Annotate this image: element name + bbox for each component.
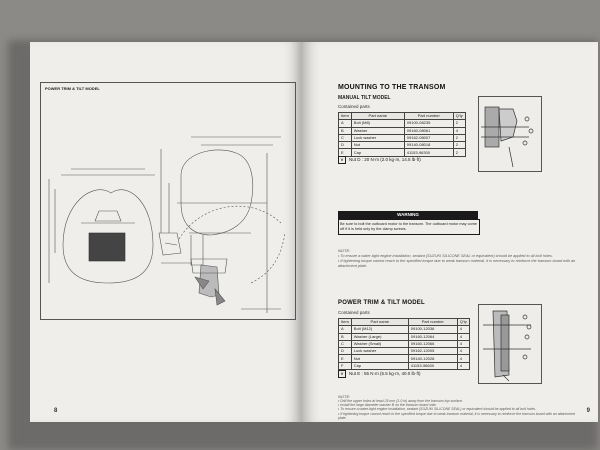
item-cell: A	[338, 325, 352, 334]
left-page: POWER TRIM & TILT MODEL	[30, 42, 302, 422]
part-number-cell: 09160-12064	[407, 332, 458, 341]
part-number-cell: 09162-08007	[403, 133, 454, 143]
note2-title: NOTE:	[338, 394, 351, 399]
item-cell: F	[338, 361, 352, 371]
qty-cell: 2	[452, 141, 466, 150]
power-trim-figure	[478, 304, 542, 384]
right-page: MOUNTING TO THE TRANSOM MANUAL TILT MODE…	[302, 42, 598, 422]
transom-bracket-figure	[481, 106, 534, 168]
item-cell: D	[338, 347, 352, 356]
power-trim-subtitle: POWER TRIM & TILT MODEL	[338, 300, 425, 306]
col-qty: Q'ty	[452, 111, 466, 121]
manual-parts-table: Item Part name Part number Q'ty A Bolt (…	[338, 111, 466, 157]
col-part-number: Part number	[403, 111, 454, 121]
item-cell: B	[338, 126, 352, 135]
note-item: • To ensure a water-tight engine install…	[338, 407, 537, 412]
part-name-cell: Washer	[350, 126, 405, 135]
note-title: NOTE:	[338, 248, 351, 253]
col-qty: Q'ty	[456, 317, 470, 327]
part-name-cell: Bolt (M12)	[350, 325, 409, 334]
part-name-cell: Nut	[350, 141, 405, 150]
part-number-cell: 09140-12028	[407, 354, 458, 363]
qty-cell: 4	[456, 347, 470, 356]
manual-contained-parts-label: Contained parts	[338, 104, 370, 109]
qty-cell: 4	[452, 126, 466, 135]
right-page-number: 9	[586, 408, 590, 414]
item-cell: E	[338, 354, 352, 363]
manual-torque-text: Nut D : 20 N·m (2.0 kg·m, 14.5 lb·ft)	[349, 157, 421, 163]
part-number-cell: 09100-12036	[407, 325, 458, 334]
part-name-cell: Washer (Small)	[350, 339, 409, 349]
part-number-cell: 09160-08061	[403, 126, 454, 135]
note-item: • If tightening torque cannot reach to t…	[338, 259, 576, 268]
power-parts-table: Item Part name Part number Q'ty A Bolt (…	[338, 317, 470, 371]
qty-cell: 4	[456, 354, 470, 363]
transom-bolt-figure	[483, 310, 532, 382]
warning-text: Be sure to bolt the outboard motor to th…	[338, 219, 480, 235]
warning-header: WARNING	[338, 211, 478, 219]
qty-cell: 4	[456, 361, 470, 371]
part-number-cell: 09100-08235	[403, 119, 454, 128]
note-list: • To ensure a water-tight engine install…	[338, 254, 582, 269]
col-item: Item	[338, 317, 352, 327]
part-number-cell: 09162-12005	[407, 347, 458, 356]
qty-cell: 4	[456, 339, 470, 349]
manual-tilt-figure	[478, 96, 542, 172]
item-cell: D	[338, 141, 352, 150]
table-row: D Nut 09140-08018 2	[338, 141, 466, 150]
note-item: • To ensure a water-tight engine install…	[338, 254, 553, 258]
outboard-dimension-diagram	[48, 136, 286, 313]
power-torque-text: Nut E : 55 N·m (5.5 kg·m, 40.0 lb·ft)	[349, 371, 421, 377]
dimension-diagram-frame: POWER TRIM & TILT MODEL	[40, 82, 296, 320]
part-name-cell: Nut	[350, 354, 409, 363]
item-cell: B	[338, 332, 352, 341]
table-row: C Washer (Small) 09160-12066 4	[338, 339, 470, 349]
part-number-cell: 41153-96600	[407, 361, 458, 371]
diagram-heading: POWER TRIM & TILT MODEL	[45, 86, 100, 91]
qty-cell: 2	[452, 133, 466, 143]
torque-check-box: V	[338, 156, 346, 164]
manual-tilt-subtitle: MANUAL TILT MODEL	[338, 95, 391, 101]
table-row: B Washer 09160-08061 4	[338, 126, 466, 135]
qty-cell: 4	[456, 332, 470, 341]
item-cell: A	[338, 119, 352, 128]
section-title: MOUNTING TO THE TRANSOM	[338, 84, 446, 91]
note-item: • Install the large diameter washer B on…	[338, 403, 437, 408]
col-part-name: Part name	[350, 111, 405, 121]
qty-cell: 4	[456, 325, 470, 334]
qty-cell: 2	[452, 119, 466, 128]
part-number-cell: 09140-08018	[403, 141, 454, 150]
part-name-cell: Lock washer	[350, 133, 405, 143]
table-row: B Washer (Large) 09160-12064 4	[338, 332, 470, 341]
part-name-cell: Cap	[350, 361, 409, 371]
table-row: A Bolt (M8) 09100-08235 2	[338, 119, 466, 128]
col-part-number: Part number	[407, 317, 458, 327]
item-cell: C	[338, 133, 352, 143]
note2-list: • Drill the upper holes at least 25 mm (…	[338, 399, 582, 420]
power-contained-parts-label: Contained parts	[338, 310, 370, 315]
table-row: E Nut 09140-12028 4	[338, 354, 470, 363]
col-part-name: Part name	[350, 317, 409, 327]
part-name-cell: Washer (Large)	[350, 332, 409, 341]
note-item: • If tightening torque cannot reach to t…	[338, 411, 576, 420]
note-item: • Drill the upper holes at least 25 mm (…	[338, 399, 463, 403]
item-cell: C	[338, 339, 352, 349]
part-name-cell: Lock washer	[350, 347, 409, 356]
part-number-cell: 09160-12066	[407, 339, 458, 349]
table-row: E Cap 41153-96300 2	[338, 148, 466, 157]
left-page-number: 8	[54, 408, 58, 414]
part-name-cell: Bolt (M8)	[350, 119, 405, 128]
table-row: C Lock washer 09162-08007 2	[338, 133, 466, 143]
table-row: A Bolt (M12) 09100-12036 4	[338, 325, 470, 334]
torque-check-box: V	[338, 370, 346, 378]
table-row: D Lock washer 09162-12005 4	[338, 347, 470, 356]
table-row: F Cap 41153-96600 4	[338, 361, 470, 371]
qty-cell: 2	[452, 148, 466, 157]
col-item: Item	[338, 111, 352, 121]
